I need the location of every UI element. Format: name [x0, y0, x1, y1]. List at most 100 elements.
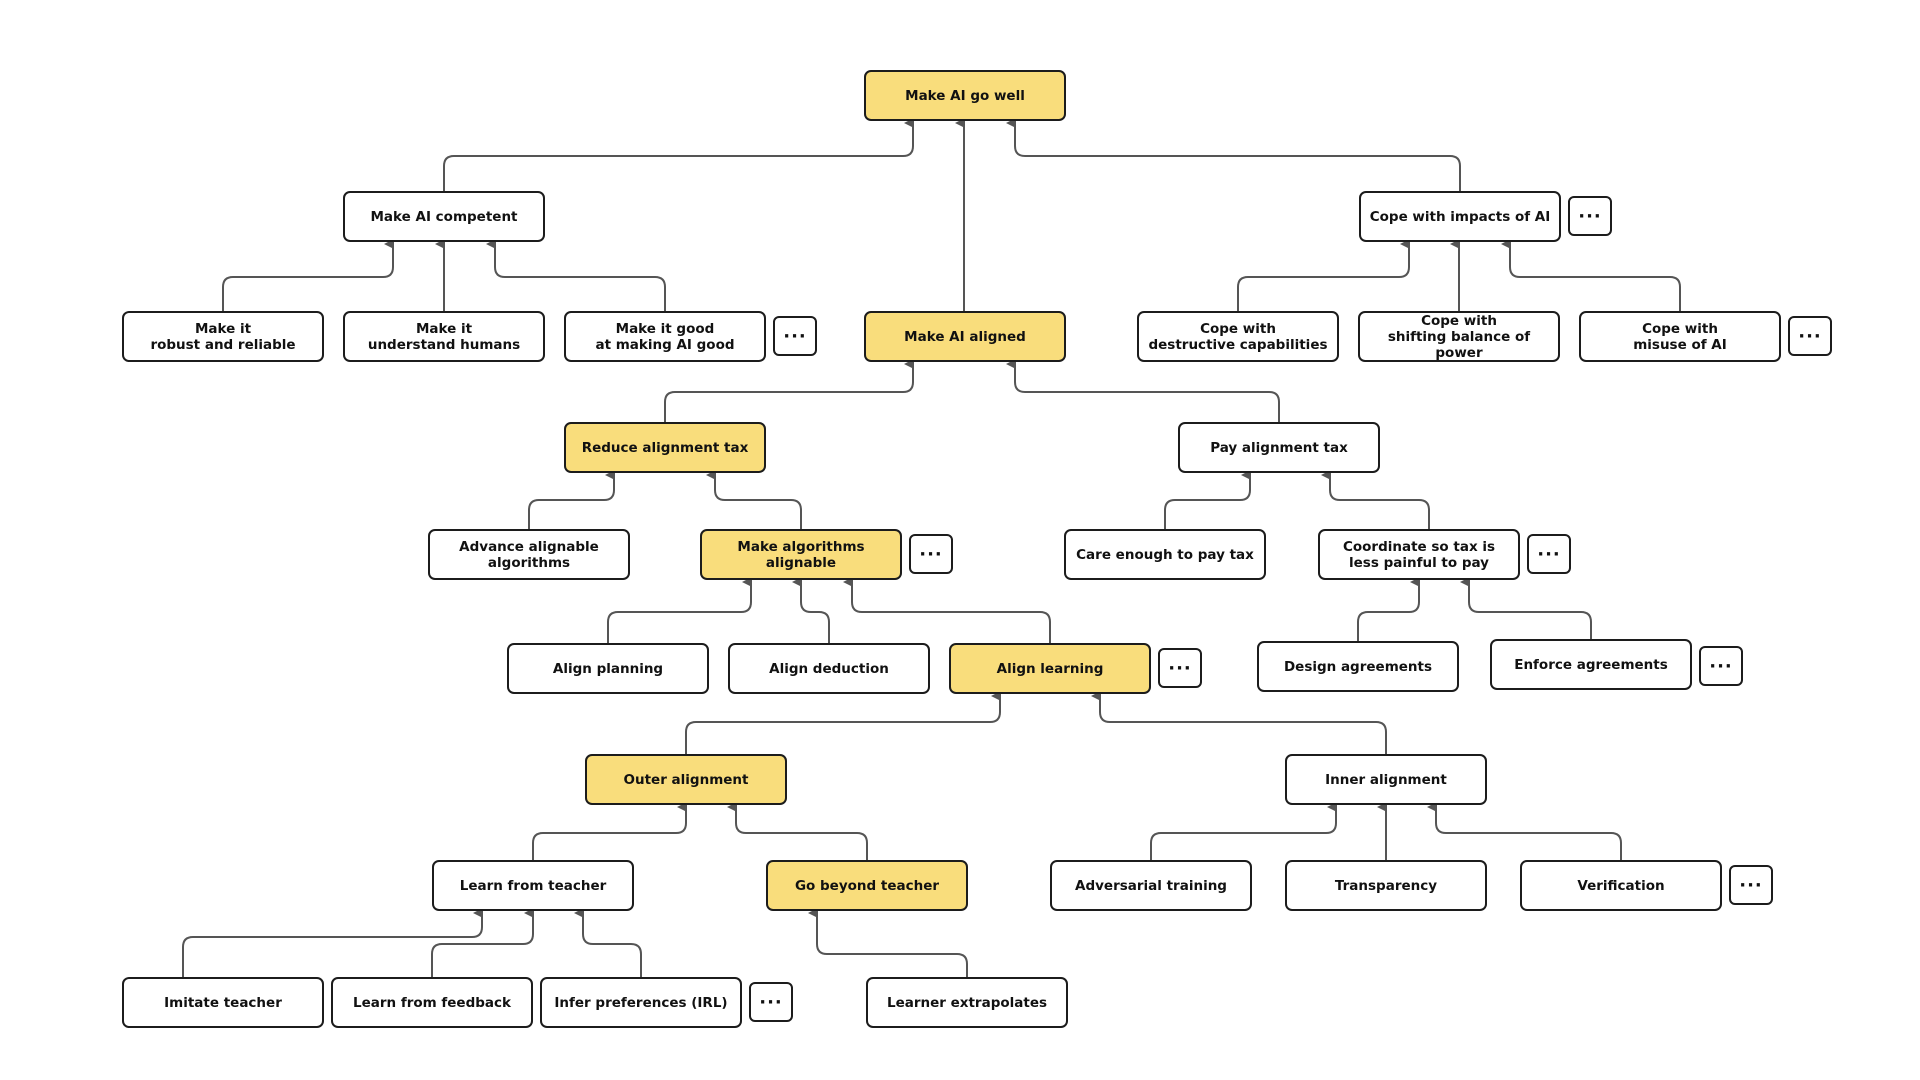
more-button-competent-children[interactable]: ···	[773, 316, 817, 356]
node-label: Learn from teacher	[459, 877, 607, 894]
node-label: Make it robust and reliable	[150, 320, 296, 353]
node-label: Learn from feedback	[352, 994, 511, 1011]
node-make-ai-aligned[interactable]: Make AI aligned	[864, 311, 1066, 362]
connector-arrow	[1501, 239, 1681, 311]
node-label: Infer preferences (IRL)	[554, 994, 728, 1011]
node-cope-power[interactable]: Cope with shifting balance of power	[1358, 311, 1560, 362]
connector-arrow	[1237, 239, 1410, 311]
node-label: Go beyond teacher	[794, 877, 940, 894]
node-label: Verification	[1577, 877, 1665, 894]
node-learn-from-feedback[interactable]: Learn from feedback	[331, 977, 533, 1028]
more-button-make-algorithms-alignable[interactable]: ···	[909, 534, 953, 574]
node-inner-alignment[interactable]: Inner alignment	[1285, 754, 1487, 805]
more-button-align-learning[interactable]: ···	[1158, 648, 1202, 688]
connector-arrow	[706, 470, 802, 529]
node-label: Align deduction	[769, 660, 889, 677]
more-button-enforce-agreements[interactable]: ···	[1699, 646, 1743, 686]
connector-arrow	[532, 802, 687, 860]
node-label: Make it good at making AI good	[595, 320, 735, 353]
node-label: Transparency	[1334, 877, 1438, 894]
node-label: Make AI go well	[905, 87, 1025, 104]
node-coordinate-tax[interactable]: Coordinate so tax is less painful to pay	[1318, 529, 1520, 580]
connector-arrow	[1357, 577, 1420, 641]
node-make-algorithms-alignable[interactable]: Make algorithms alignable	[700, 529, 902, 580]
node-adversarial-training[interactable]: Adversarial training	[1050, 860, 1252, 911]
node-label: Align planning	[552, 660, 664, 677]
node-make-ai-competent[interactable]: Make AI competent	[343, 191, 545, 242]
connector-arrow	[182, 908, 483, 977]
node-make-ai-go-well[interactable]: Make AI go well	[864, 70, 1066, 121]
node-label: Design agreements	[1283, 658, 1433, 675]
node-infer-preferences[interactable]: Infer preferences (IRL)	[540, 977, 742, 1028]
connector-arrow	[843, 577, 1051, 643]
node-label: Care enough to pay tax	[1076, 546, 1254, 563]
node-label: Learner extrapolates	[886, 994, 1048, 1011]
node-label: Enforce agreements	[1514, 656, 1668, 673]
connector-arrow	[685, 691, 1001, 754]
connector-arrow	[443, 118, 914, 191]
more-button-coordinate-tax[interactable]: ···	[1527, 534, 1571, 574]
connector-arrow	[1150, 802, 1337, 860]
node-imitate-teacher[interactable]: Imitate teacher	[122, 977, 324, 1028]
node-label: Align learning	[996, 660, 1104, 677]
node-label: Make algorithms alignable	[737, 538, 865, 571]
connector-arrow	[222, 239, 394, 311]
connector-arrow	[1460, 577, 1592, 639]
connector-arrow	[808, 908, 968, 977]
connector-arrow	[431, 908, 534, 977]
node-cope-destructive[interactable]: Cope with destructive capabilities	[1137, 311, 1339, 362]
node-enforce-agreements[interactable]: Enforce agreements	[1490, 639, 1692, 690]
connector-arrow	[1091, 691, 1387, 754]
connector-arrow	[607, 577, 752, 643]
node-align-planning[interactable]: Align planning	[507, 643, 709, 694]
node-go-beyond-teacher[interactable]: Go beyond teacher	[766, 860, 968, 911]
connector-arrow	[792, 577, 830, 643]
more-button-cope-with-impacts[interactable]: ···	[1568, 196, 1612, 236]
node-robust-reliable[interactable]: Make it robust and reliable	[122, 311, 324, 362]
node-label: Cope with misuse of AI	[1633, 320, 1727, 353]
more-button-inner-alignment[interactable]: ···	[1729, 865, 1773, 905]
node-label: Make AI aligned	[904, 328, 1026, 345]
node-verification[interactable]: Verification	[1520, 860, 1722, 911]
node-label: Pay alignment tax	[1210, 439, 1348, 456]
connector-arrow	[1006, 118, 1461, 191]
node-label: Cope with impacts of AI	[1369, 208, 1551, 225]
more-button-learn-from-teacher[interactable]: ···	[749, 982, 793, 1022]
node-understand-humans[interactable]: Make it understand humans	[343, 311, 545, 362]
node-advance-alignable[interactable]: Advance alignable algorithms	[428, 529, 630, 580]
node-reduce-alignment-tax[interactable]: Reduce alignment tax	[564, 422, 766, 473]
node-good-at-making-ai-good[interactable]: Make it good at making AI good	[564, 311, 766, 362]
connector-arrow	[664, 359, 914, 422]
node-care-enough[interactable]: Care enough to pay tax	[1064, 529, 1266, 580]
connector-arrow	[574, 908, 642, 977]
node-align-learning[interactable]: Align learning	[949, 643, 1151, 694]
connector-arrow	[1164, 470, 1251, 529]
node-label: Cope with destructive capabilities	[1148, 320, 1328, 353]
node-pay-alignment-tax[interactable]: Pay alignment tax	[1178, 422, 1380, 473]
connector-arrow	[1427, 802, 1622, 860]
node-label: Coordinate so tax is less painful to pay	[1342, 538, 1496, 571]
node-label: Make it understand humans	[367, 320, 521, 353]
node-learn-from-teacher[interactable]: Learn from teacher	[432, 860, 634, 911]
connector-arrow	[528, 470, 615, 529]
node-label: Outer alignment	[623, 771, 749, 788]
node-transparency[interactable]: Transparency	[1285, 860, 1487, 911]
node-learner-extrapolates[interactable]: Learner extrapolates	[866, 977, 1068, 1028]
node-label: Adversarial training	[1075, 877, 1227, 894]
node-cope-misuse[interactable]: Cope with misuse of AI	[1579, 311, 1781, 362]
connector-arrow	[1321, 470, 1430, 529]
node-label: Cope with shifting balance of power	[1387, 312, 1531, 361]
connector-arrow	[486, 239, 666, 311]
node-label: Make AI competent	[370, 208, 518, 225]
node-design-agreements[interactable]: Design agreements	[1257, 641, 1459, 692]
node-label: Imitate teacher	[164, 994, 282, 1011]
node-outer-alignment[interactable]: Outer alignment	[585, 754, 787, 805]
connector-arrow	[727, 802, 868, 860]
more-button-cope-children[interactable]: ···	[1788, 316, 1832, 356]
node-label: Reduce alignment tax	[581, 439, 749, 456]
node-align-deduction[interactable]: Align deduction	[728, 643, 930, 694]
node-label: Inner alignment	[1325, 771, 1447, 788]
node-cope-with-impacts[interactable]: Cope with impacts of AI	[1359, 191, 1561, 242]
